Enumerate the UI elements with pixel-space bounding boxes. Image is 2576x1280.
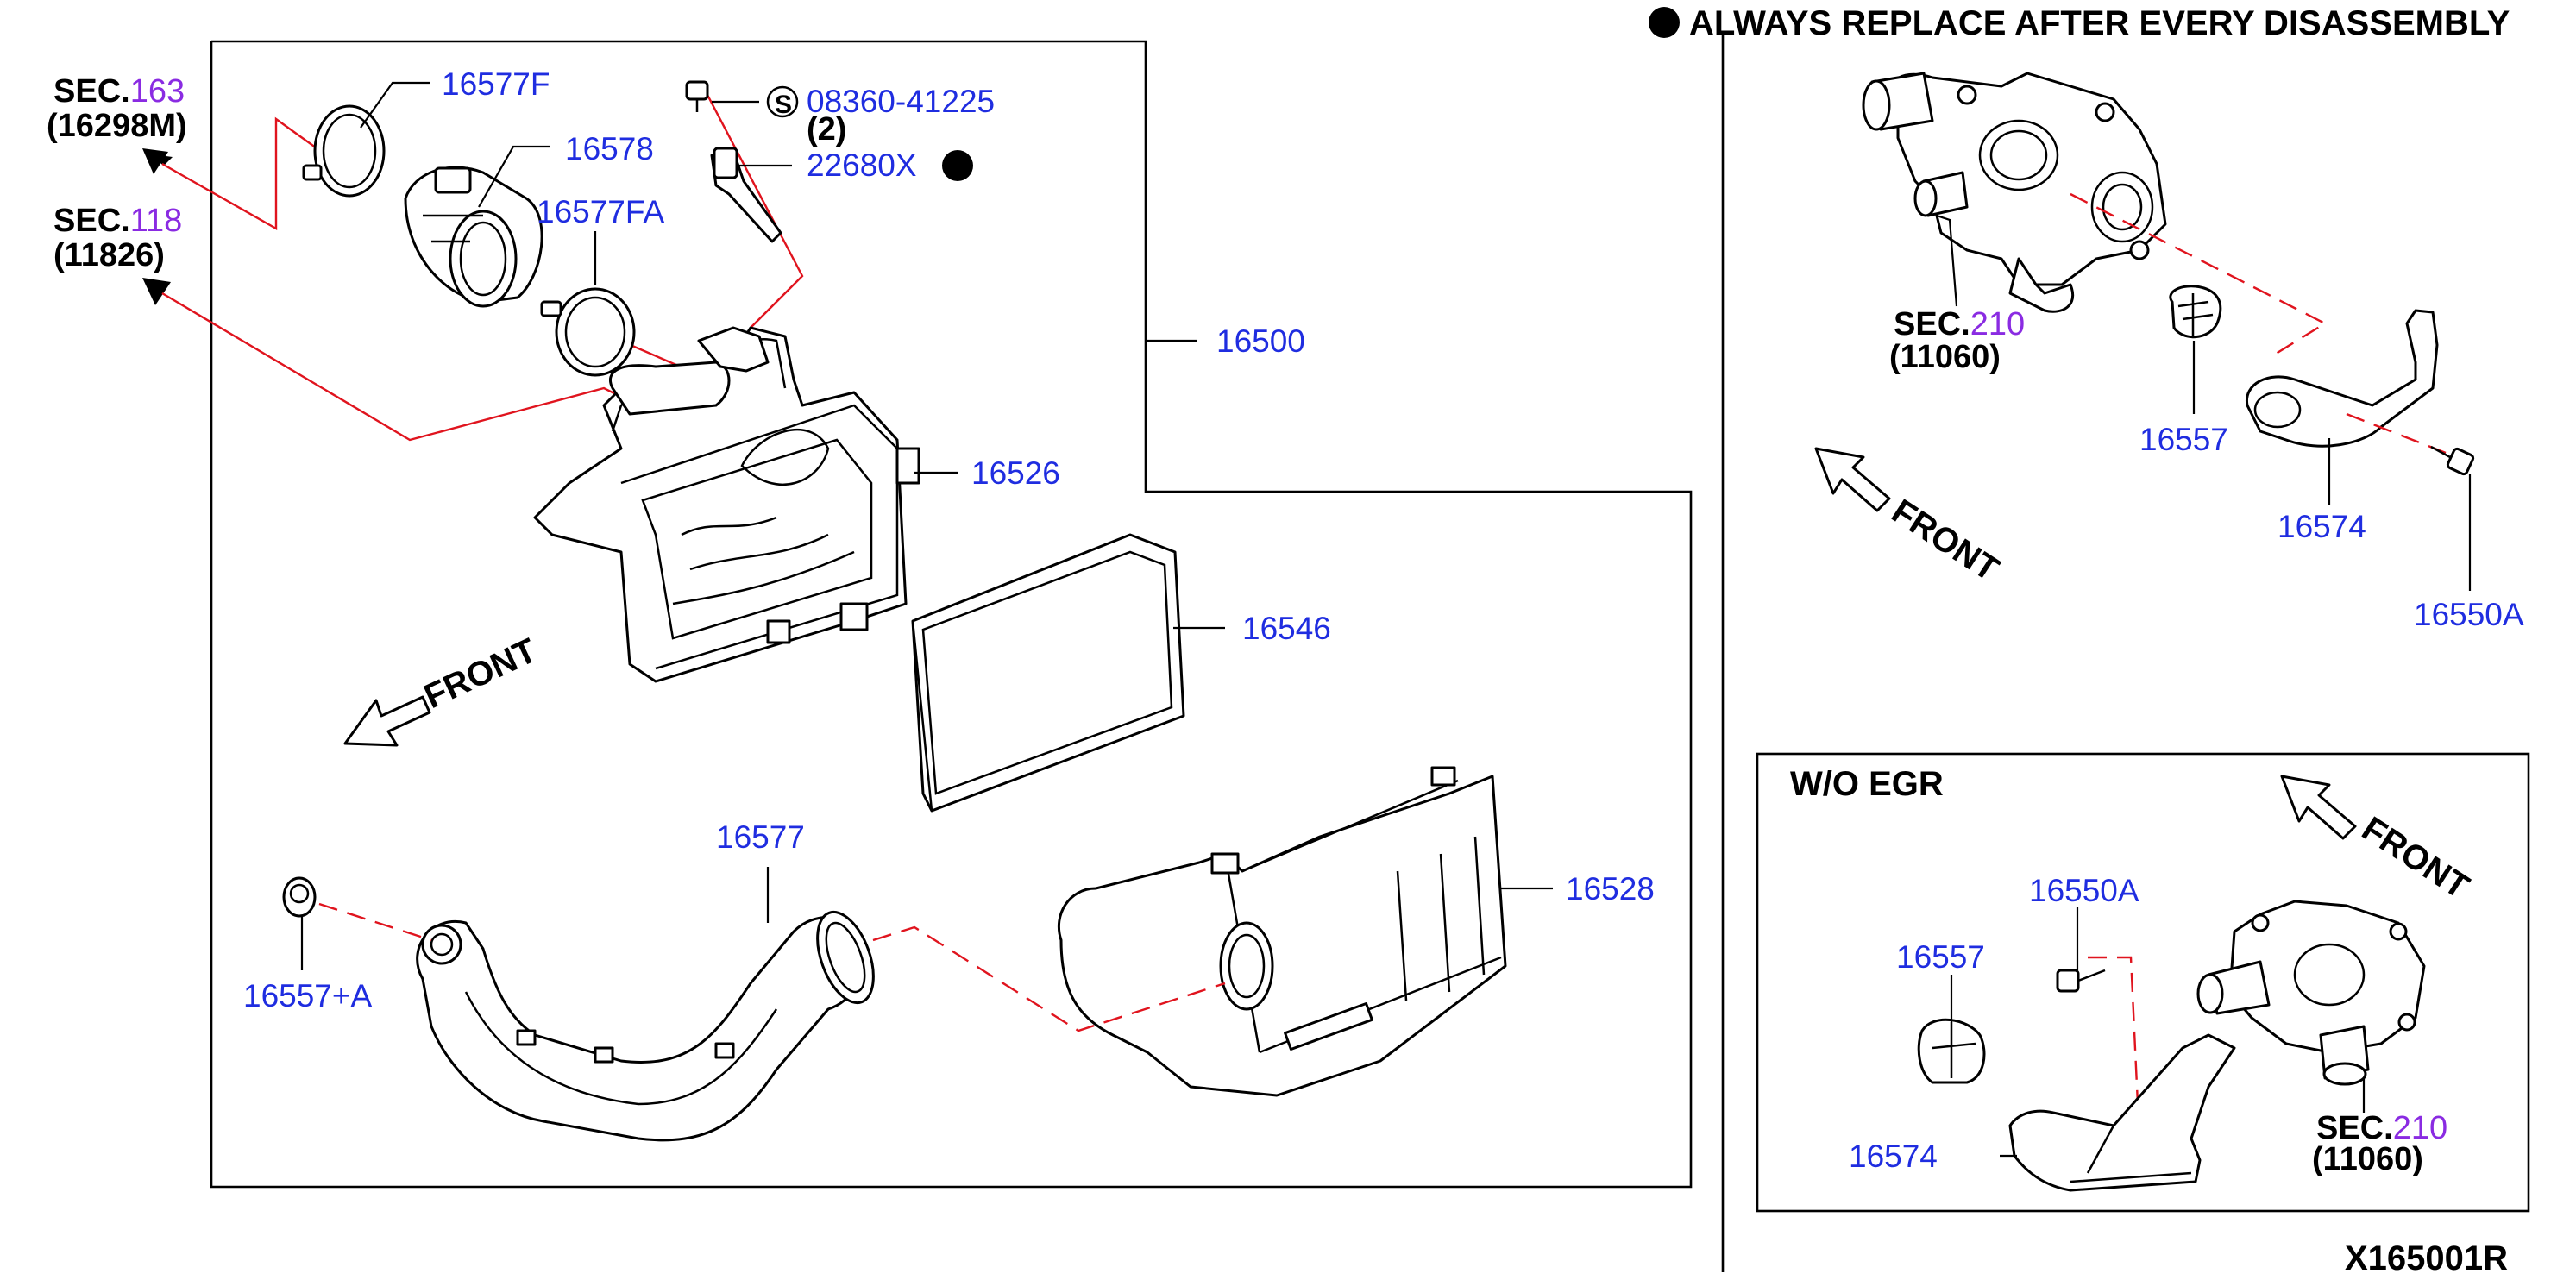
section-ref-number: 210: [1970, 306, 2025, 342]
section-ref-number: 118: [130, 203, 183, 239]
bracket-16574-part[interactable]: [2246, 309, 2439, 448]
section-ref-prefix: SEC.: [53, 73, 130, 110]
bolt-16550a-part[interactable]: [2430, 445, 2475, 476]
bolt-08360-part[interactable]: [685, 80, 709, 112]
inset-frame-wo-egr: [1756, 752, 2530, 1213]
label-16546[interactable]: 16546: [1242, 611, 1331, 646]
section-ref-prefix: SEC.: [1894, 306, 1970, 342]
filter-element-16546-part[interactable]: [911, 533, 1185, 813]
label-bolt-qty: (2): [807, 111, 846, 147]
label-16577f[interactable]: 16577F: [442, 66, 550, 102]
label-08360-41225[interactable]: 08360-41225: [807, 84, 995, 119]
water-outlet-housing-part[interactable]: [1862, 72, 2167, 313]
leader-16578: [478, 145, 550, 208]
front-arrow-left: FRONT: [343, 631, 543, 747]
label-i16557[interactable]: 16557: [1896, 939, 1985, 975]
svg-text:SEC.163: SEC.163: [53, 73, 185, 110]
label-r16557[interactable]: 16557: [2139, 422, 2228, 457]
label-r16550a[interactable]: 16550A: [2414, 597, 2524, 632]
inset-grommet-16557-part[interactable]: [1917, 1018, 1986, 1084]
front-label: FRONT: [2355, 810, 2476, 907]
figure-id: X165001R: [2345, 1239, 2508, 1277]
front-arrow-icon: [2280, 775, 2357, 840]
section-ref-118[interactable]: SEC.118 (11826): [53, 203, 182, 273]
label-22680x[interactable]: 22680X: [807, 147, 917, 183]
arrow-sec118-head-icon: [142, 278, 171, 305]
leader-grommet: [318, 902, 432, 942]
section-ref-number: 210: [2393, 1110, 2447, 1146]
section-ref-163[interactable]: SEC.163 (16298M): [47, 73, 187, 144]
resonator-top-part[interactable]: [609, 326, 770, 416]
grommet-16557-part[interactable]: [2169, 285, 2222, 339]
leader-sec210-top: [1936, 214, 1958, 307]
leader-sec163: [161, 116, 320, 231]
clamp-16577f-part[interactable]: [302, 104, 386, 198]
front-arrow-icon: [343, 695, 431, 747]
inset-bolt-16550a-part[interactable]: [2056, 969, 2106, 993]
front-arrow-right-top: FRONT: [1814, 447, 2006, 589]
svg-text:SEC.118: SEC.118: [53, 203, 182, 239]
section-ref-210-inset[interactable]: SEC.210 (11060): [2312, 1110, 2447, 1177]
s-symbol-text: S: [775, 91, 792, 119]
section-ref-prefix: SEC.: [53, 203, 130, 239]
section-ref-prefix: SEC.: [2316, 1110, 2393, 1146]
front-label: FRONT: [418, 631, 542, 716]
leader-16577f: [360, 81, 430, 129]
inset-water-outlet-part[interactable]: [2196, 900, 2426, 1086]
label-r16574[interactable]: 16574: [2278, 509, 2366, 544]
leader-bracket-bolt: [2346, 412, 2447, 455]
air-cleaner-lower-16528-part[interactable]: [1057, 766, 1507, 1097]
section-ref-sub: (11060): [1889, 339, 2001, 375]
label-16577fa[interactable]: 16577FA: [537, 194, 664, 229]
label-16577[interactable]: 16577: [716, 819, 805, 855]
replace-mark-icon: [942, 150, 973, 181]
section-ref-sub: (11060): [2312, 1141, 2423, 1177]
leader-housing-bracket: [2070, 192, 2328, 360]
air-cleaner-upper-16526-part[interactable]: [533, 326, 920, 683]
front-arrow-icon: [1814, 447, 1891, 512]
inset-title: W/O EGR: [1790, 765, 1944, 803]
leader-sensor: [706, 94, 804, 329]
section-ref-sub: (11826): [53, 237, 165, 273]
label-16557a[interactable]: 16557+A: [243, 978, 372, 1013]
duct-16577-part[interactable]: [416, 905, 884, 1142]
front-arrow-right-inset: FRONT: [2280, 775, 2476, 907]
svg-text:SEC.210: SEC.210: [2316, 1110, 2447, 1146]
svg-text:SEC.210: SEC.210: [1894, 306, 2025, 342]
replace-bullet-icon: [1649, 7, 1680, 38]
label-i16574[interactable]: 16574: [1849, 1139, 1938, 1174]
section-ref-number: 163: [130, 73, 185, 110]
label-16500[interactable]: 16500: [1216, 323, 1305, 359]
maf-housing-16578-part[interactable]: [404, 166, 543, 308]
clamp-16577fa-part[interactable]: [540, 287, 636, 377]
header-note: ALWAYS REPLACE AFTER EVERY DISASSEMBLY: [1689, 4, 2510, 42]
label-16528[interactable]: 16528: [1566, 871, 1655, 907]
front-label: FRONT: [1885, 493, 2006, 589]
section-ref-sub: (16298M): [47, 108, 187, 144]
main-frame: [210, 40, 1693, 1189]
label-16526[interactable]: 16526: [971, 455, 1060, 491]
grommet-16557a-part[interactable]: [282, 876, 317, 918]
s-symbol-icon: [766, 85, 799, 118]
sensor-22680x-part[interactable]: [710, 147, 782, 243]
arrow-sec163-head-icon: [142, 148, 168, 174]
label-i16550a[interactable]: 16550A: [2029, 873, 2139, 908]
inset-bracket-16574-part[interactable]: [2008, 1033, 2236, 1192]
label-16578[interactable]: 16578: [565, 131, 654, 166]
section-ref-210-top[interactable]: SEC.210 (11060): [1889, 306, 2025, 375]
